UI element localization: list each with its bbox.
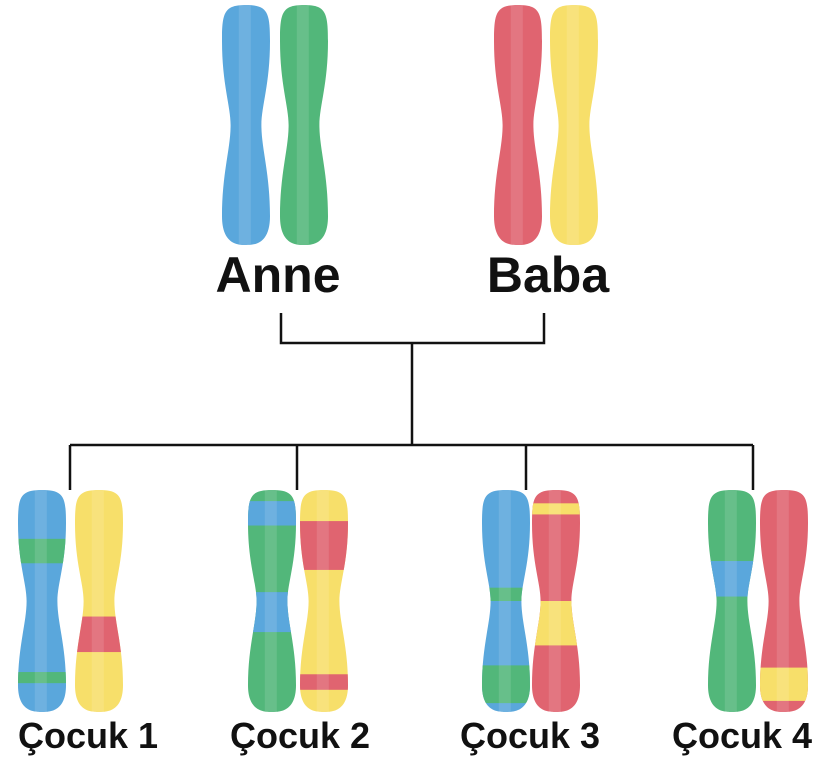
chromosome-band-green <box>18 672 66 684</box>
chromosome-highlight <box>238 5 251 245</box>
chromosome-band-green <box>482 587 530 601</box>
chromosome-band-yellow <box>760 667 808 701</box>
child-3-chromosome-1 <box>482 490 530 712</box>
parent-label-baba: Baba <box>486 247 610 303</box>
parent-2-chromosome-1 <box>494 5 542 245</box>
child-4-chromosome-2 <box>760 490 808 712</box>
chromosome-band-blue <box>708 561 756 597</box>
child-label-4: Çocuk 4 <box>671 715 813 756</box>
child-1-chromosome-2 <box>75 490 123 712</box>
chromosome-band-red <box>300 521 348 570</box>
chromosome-highlight <box>548 490 561 712</box>
parent-1-chromosome-1 <box>222 5 270 245</box>
child-2-chromosome-2 <box>300 490 348 712</box>
child-2-chromosome-1 <box>248 490 296 712</box>
chromosome-band-blue <box>248 501 296 526</box>
parent-1-chromosome-2 <box>280 5 328 245</box>
chromosome-highlight <box>316 490 329 712</box>
chromosome-highlight <box>296 5 309 245</box>
chromosome-highlight <box>498 490 511 712</box>
chromosome-highlight <box>34 490 47 712</box>
chromosome-band-yellow <box>532 503 580 515</box>
chromosome-band-red <box>300 674 348 690</box>
connector-lines <box>68 313 755 490</box>
children-connector <box>68 443 755 490</box>
chromosome-highlight <box>776 490 789 712</box>
parent-2-chromosome-2 <box>550 5 598 245</box>
parent-connector <box>279 313 546 445</box>
chromosome-highlight <box>566 5 579 245</box>
chromosome-band-green <box>482 665 530 704</box>
parent-label-anne: Anne <box>215 247 341 303</box>
child-label-2: Çocuk 2 <box>229 715 371 756</box>
child-4-chromosome-1 <box>708 490 756 712</box>
child-label-3: Çocuk 3 <box>459 715 601 756</box>
child-label-1: Çocuk 1 <box>17 715 159 756</box>
child-1-chromosome-1 <box>18 490 66 712</box>
chromosome-highlight <box>91 490 104 712</box>
chromosome-highlight <box>724 490 737 712</box>
chromosome-band-red <box>75 616 123 653</box>
chromosome-band-green <box>18 538 66 564</box>
child-3-chromosome-2 <box>532 490 580 712</box>
chromosome-highlight <box>264 490 277 712</box>
chromosome-highlight <box>510 5 523 245</box>
